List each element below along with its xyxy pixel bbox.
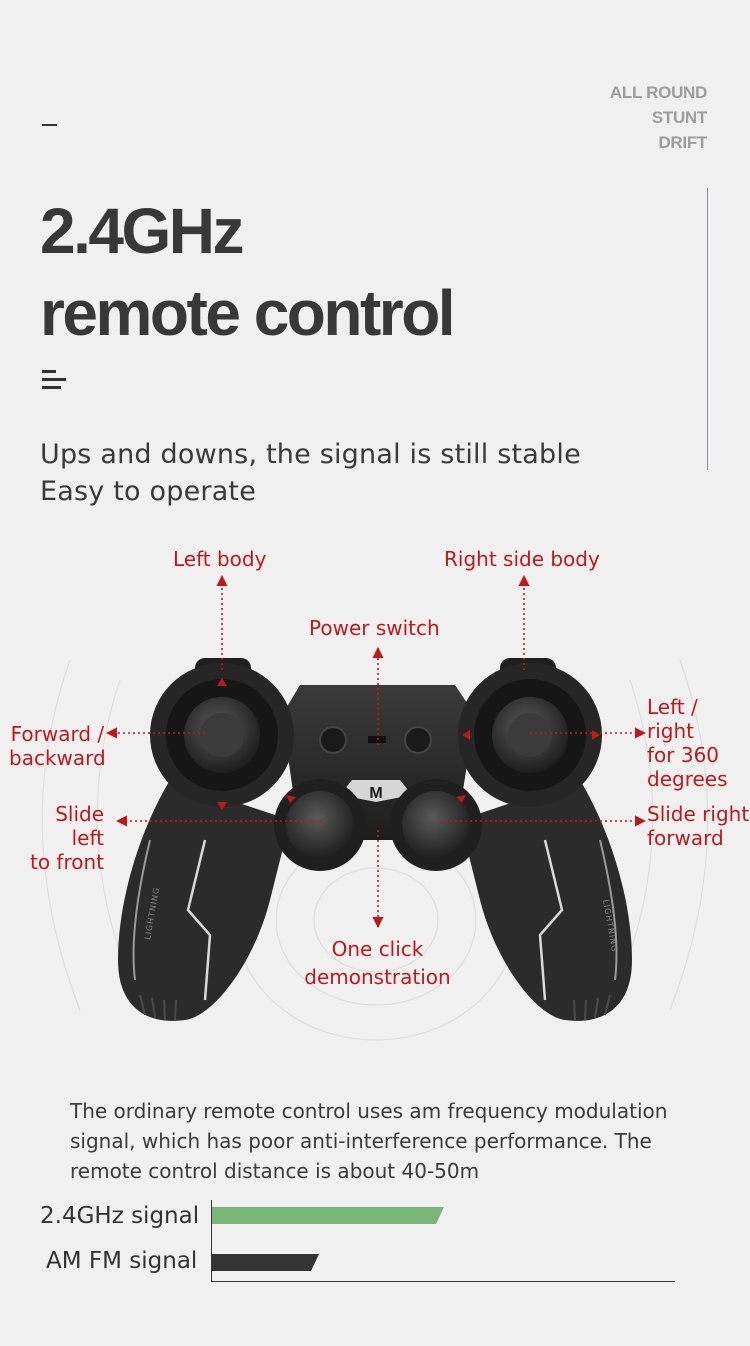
label-left-right-360: Left / right for 360 degrees bbox=[647, 695, 728, 791]
bar-am-fm-signal bbox=[212, 1254, 319, 1271]
controller-diagram: M LIGHTNING LIGHTNING bbox=[0, 540, 750, 1060]
description-line-1: The ordinary remote control uses am freq… bbox=[70, 1099, 668, 1123]
bar-label-am-fm: AM FM signal bbox=[46, 1248, 198, 1274]
label-slide-left-front: Slide left to front bbox=[29, 802, 104, 874]
title-line-1: 2.4GHz bbox=[40, 195, 244, 267]
accent-vertical-line bbox=[707, 188, 708, 470]
page-title: 2.4GHz remote control bbox=[40, 190, 456, 354]
feature-tags: ALL ROUND STUNT DRIFT bbox=[610, 80, 707, 155]
tag-drift: DRIFT bbox=[658, 133, 707, 152]
bar-label-2-4ghz: 2.4GHz signal bbox=[40, 1203, 200, 1229]
description-line-3: remote control distance is about 40-50m bbox=[70, 1159, 480, 1183]
label-left-body: Left body bbox=[173, 547, 267, 571]
menu-lines-icon bbox=[42, 370, 68, 390]
subtitle: Ups and downs, the signal is still stabl… bbox=[40, 436, 581, 510]
grip-vents bbox=[139, 994, 611, 1021]
subtitle-line-1: Ups and downs, the signal is still stabl… bbox=[40, 439, 581, 470]
label-power-switch: Power switch bbox=[309, 616, 440, 640]
title-line-2: remote control bbox=[40, 277, 456, 349]
comparison-description: The ordinary remote control uses am freq… bbox=[70, 1096, 710, 1186]
subtitle-line-2: Easy to operate bbox=[40, 476, 257, 507]
label-one-click-demo: One click demonstration bbox=[304, 937, 451, 989]
tag-stunt: STUNT bbox=[651, 108, 707, 127]
top-dash bbox=[42, 124, 57, 126]
label-right-side-body: Right side body bbox=[444, 547, 600, 571]
bar-2-4ghz-signal bbox=[212, 1207, 444, 1224]
label-slide-right-forward: Slide right forward bbox=[647, 802, 750, 850]
description-line-2: signal, which has poor anti-interference… bbox=[70, 1129, 652, 1153]
logo-text: M bbox=[369, 785, 382, 802]
bar-axis-horizontal bbox=[211, 1281, 675, 1282]
bar-axis-vertical bbox=[211, 1200, 212, 1282]
tag-all-round: ALL ROUND bbox=[609, 83, 707, 102]
label-forward-backward: Forward / backward bbox=[9, 722, 106, 770]
controller-illustration: M LIGHTNING LIGHTNING bbox=[41, 574, 709, 1041]
